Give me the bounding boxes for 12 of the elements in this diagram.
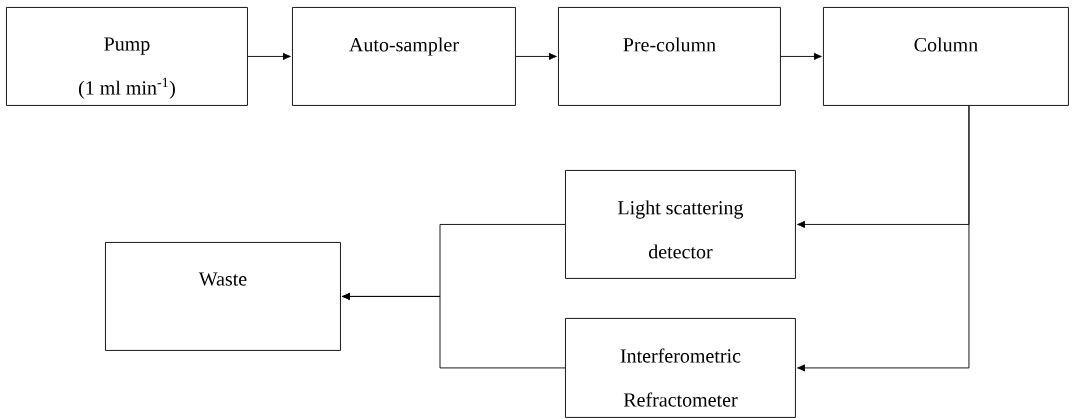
arrow — [247, 52, 291, 61]
process-box: Light scattering detector — [565, 170, 796, 279]
arrow — [797, 105, 970, 372]
arrow — [342, 292, 566, 369]
arrow — [780, 52, 822, 61]
arrow — [515, 52, 557, 61]
process-box: Pump (1 ml min$^{-1}$) — [6, 7, 248, 106]
process-box: Pre-column — [558, 7, 781, 106]
process-box: Interferometric Refractometer — [565, 318, 796, 418]
process-box: Waste — [105, 242, 341, 351]
process-box: Column — [823, 7, 1069, 106]
process-box: Auto-sampler — [292, 7, 516, 106]
